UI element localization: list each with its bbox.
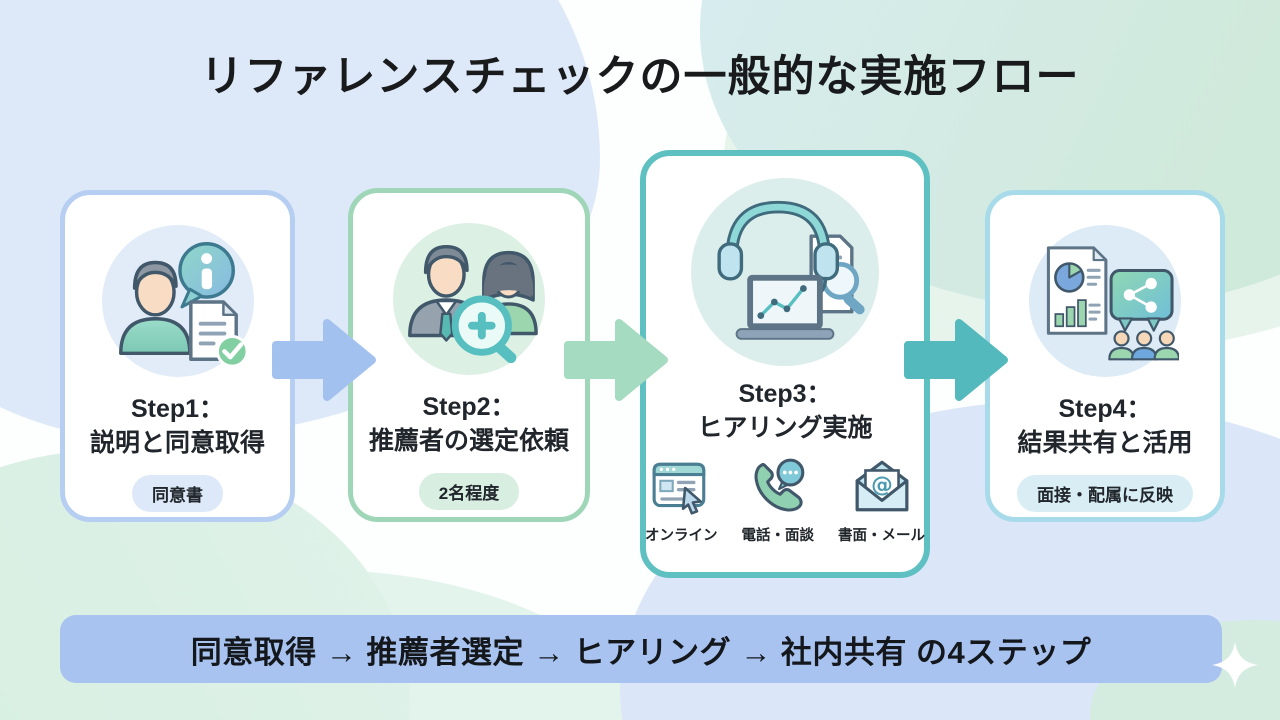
step2-name: 推薦者の選定依頼	[368, 426, 569, 455]
step4-title: Step4： 結果共有と活用	[1017, 393, 1192, 461]
page-title: リファレンスチェックの一般的な実施フロー	[200, 53, 1080, 101]
two-people-magnifier-icon	[408, 244, 538, 364]
summary-bar: 同意取得 → 推薦者選定 → ヒアリング → 社内共有 の4ステップ	[60, 615, 1222, 683]
method-online-label: オンライン	[645, 527, 718, 544]
step2-label: Step2：	[422, 393, 516, 421]
arrow-step2-to-step3-icon	[564, 319, 668, 401]
sparkle-icon	[1212, 642, 1258, 688]
arrow-step1-to-step2-icon	[272, 319, 376, 401]
step4-badge: 面接・配属に反映	[1017, 474, 1193, 512]
browser-cursor-icon	[652, 462, 706, 515]
step4-label: Step4：	[1058, 395, 1152, 423]
step4-icon-circle	[1029, 225, 1181, 377]
step1-name: 説明と同意取得	[89, 428, 265, 457]
step3-title: Step3： ヒアリング実施	[697, 378, 872, 446]
step1-title: Step1： 説明と同意取得	[90, 393, 265, 461]
step1-card: Step1： 説明と同意取得 同意書	[60, 190, 295, 522]
method-phone-label: 電話・面談	[741, 527, 815, 544]
report-share-people-icon	[1046, 246, 1179, 361]
method-online: オンライン	[645, 456, 718, 545]
step2-icon-circle	[393, 223, 545, 375]
person-info-consent-icon	[118, 242, 249, 368]
step3-icon-circle	[691, 178, 879, 366]
step3-name: ヒアリング実施	[697, 413, 873, 442]
method-phone: 電話・面談	[741, 456, 815, 545]
step1-icon-circle	[101, 225, 254, 377]
step2-badge: 2名程度	[418, 472, 520, 510]
step3-label: Step3：	[738, 380, 832, 408]
summary-text: 同意取得 → 推薦者選定 → ヒアリング → 社内共有 の4ステップ	[190, 634, 1092, 670]
step4-card: Step4： 結果共有と活用 面接・配属に反映	[985, 190, 1225, 522]
arrow-step3-to-step4-icon	[904, 319, 1008, 401]
step3-card: Step3： ヒアリング実施 オンライン	[640, 150, 930, 578]
step2-title: Step2： 推薦者の選定依頼	[369, 391, 569, 459]
mail-at-icon: @	[855, 460, 908, 511]
method-mail-label: 書面・メール	[838, 527, 925, 544]
method-mail: @ 書面・メール	[838, 456, 925, 545]
step1-label: Step1：	[130, 395, 225, 423]
svg-text:@: @	[871, 473, 893, 498]
step3-methods: オンライン 電話・面談 @ 書面・メール	[645, 456, 925, 545]
headset-laptop-document-icon	[717, 200, 865, 340]
step2-card: Step2： 推薦者の選定依頼 2名程度	[348, 188, 590, 522]
step4-name: 結果共有と活用	[1017, 428, 1193, 457]
phone-chat-icon	[754, 458, 805, 512]
step1-badge: 同意書	[132, 474, 223, 512]
